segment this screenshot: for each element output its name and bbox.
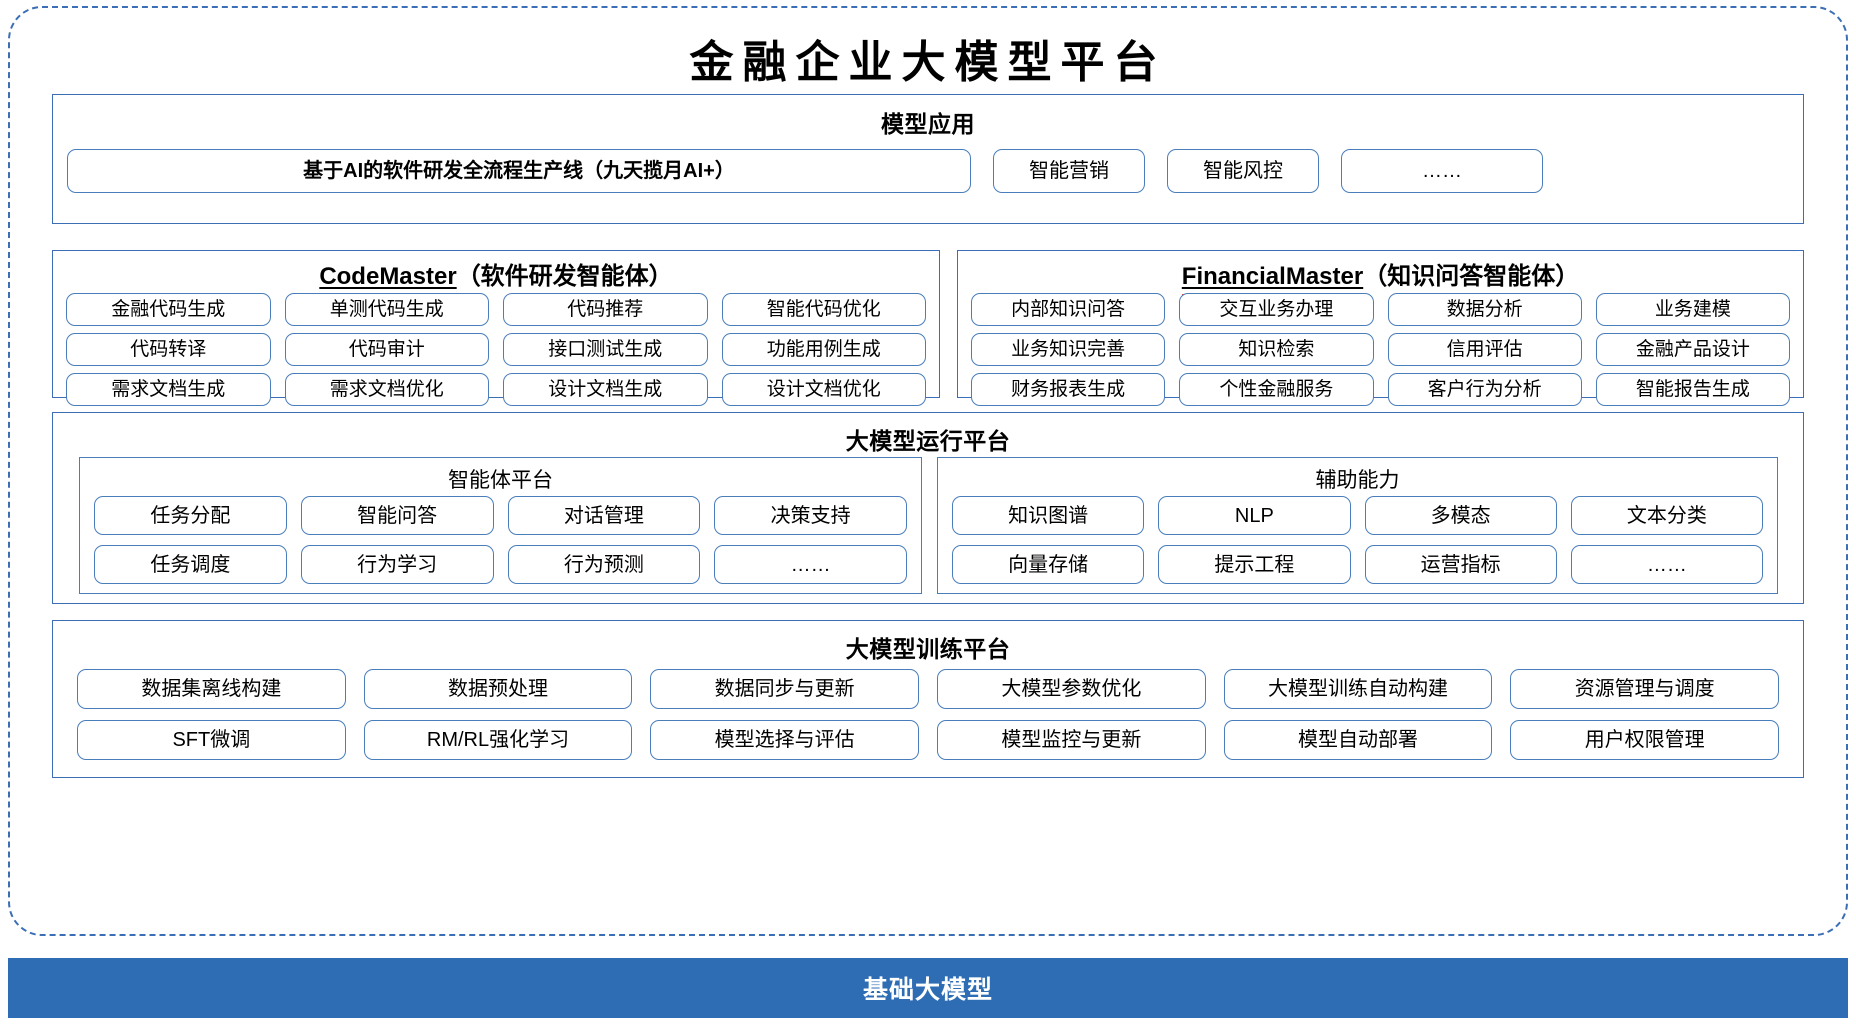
financialmaster-title-cn: （知识问答智能体） — [1363, 263, 1580, 290]
chip-codemaster-0-0[interactable]: 金融代码生成 — [66, 293, 271, 326]
chip-codemaster-2-2[interactable]: 设计文档生成 — [503, 373, 708, 406]
financialmaster-row-2: 财务报表生成 个性金融服务 客户行为分析 智能报告生成 — [971, 373, 1790, 406]
chip-model-application-0[interactable]: 基于AI的软件研发全流程生产线（九天揽月AI+） — [67, 149, 971, 193]
agent-platform-row-0: 任务分配 智能问答 对话管理 决策支持 — [94, 496, 907, 535]
financialmaster-title: FinancialMaster（知识问答智能体） — [958, 256, 1803, 291]
codemaster-grid: 金融代码生成 单测代码生成 代码推荐 智能代码优化 代码转译 代码审计 接口测试… — [66, 293, 926, 406]
financialmaster-title-en: FinancialMaster — [1181, 263, 1364, 290]
chip-financialmaster-2-3[interactable]: 智能报告生成 — [1595, 373, 1790, 406]
model-application-chip-row: 基于AI的软件研发全流程生产线（九天揽月AI+） 智能营销 智能风控 …… — [67, 149, 1789, 193]
chip-financialmaster-0-1[interactable]: 交互业务办理 — [1179, 293, 1374, 326]
training-row-0: 数据集离线构建 数据预处理 数据同步与更新 大模型参数优化 大模型训练自动构建 … — [77, 669, 1780, 709]
training-row-1: SFT微调 RM/RL强化学习 模型选择与评估 模型监控与更新 模型自动部署 用… — [77, 720, 1780, 760]
chip-agent-platform-0-2[interactable]: 对话管理 — [507, 496, 701, 535]
chip-financialmaster-2-2[interactable]: 客户行为分析 — [1387, 373, 1582, 406]
chip-agent-platform-1-0[interactable]: 任务调度 — [94, 545, 287, 584]
auxiliary-row-0: 知识图谱 NLP 多模态 文本分类 — [952, 496, 1763, 535]
financialmaster-grid: 内部知识问答 交互业务办理 数据分析 业务建模 业务知识完善 知识检索 信用评估… — [971, 293, 1790, 406]
runtime-subsection-auxiliary: 辅助能力 知识图谱 NLP 多模态 文本分类 向量存储 提示工程 运营指标 …… — [937, 457, 1778, 594]
chip-financialmaster-1-2[interactable]: 信用评估 — [1387, 333, 1582, 366]
agent-platform-grid: 任务分配 智能问答 对话管理 决策支持 任务调度 行为学习 行为预测 …… — [94, 496, 907, 584]
chip-agent-platform-0-3[interactable]: 决策支持 — [714, 496, 907, 535]
chip-codemaster-2-3[interactable]: 设计文档优化 — [721, 373, 926, 406]
chip-training-0-0[interactable]: 数据集离线构建 — [77, 669, 346, 709]
panel-financialmaster: FinancialMaster（知识问答智能体） 内部知识问答 交互业务办理 数… — [957, 250, 1804, 406]
chip-auxiliary-0-3[interactable]: 文本分类 — [1570, 496, 1763, 535]
chip-training-0-5[interactable]: 资源管理与调度 — [1510, 669, 1780, 709]
training-platform-title: 大模型训练平台 — [845, 636, 1011, 662]
codemaster-row-1: 代码转译 代码审计 接口测试生成 功能用例生成 — [66, 333, 926, 366]
chip-training-0-1[interactable]: 数据预处理 — [363, 669, 633, 709]
chip-agent-platform-1-1[interactable]: 行为学习 — [300, 545, 494, 584]
chip-auxiliary-1-1[interactable]: 提示工程 — [1158, 545, 1351, 584]
chip-codemaster-2-1[interactable]: 需求文档优化 — [284, 373, 489, 406]
chip-financialmaster-1-3[interactable]: 金融产品设计 — [1595, 333, 1790, 366]
chip-training-1-0[interactable]: SFT微调 — [77, 720, 346, 760]
chip-financialmaster-2-0[interactable]: 财务报表生成 — [971, 373, 1166, 406]
chip-auxiliary-0-1[interactable]: NLP — [1158, 496, 1351, 535]
chip-codemaster-1-3[interactable]: 功能用例生成 — [721, 333, 926, 366]
chip-codemaster-1-0[interactable]: 代码转译 — [66, 333, 271, 366]
auxiliary-row-1: 向量存储 提示工程 运营指标 …… — [952, 545, 1763, 584]
chip-financialmaster-0-2[interactable]: 数据分析 — [1387, 293, 1582, 326]
chip-agent-platform-1-3[interactable]: …… — [714, 545, 907, 584]
panel-model-application: 模型应用 基于AI的软件研发全流程生产线（九天揽月AI+） 智能营销 智能风控 … — [52, 94, 1804, 224]
panel-runtime-platform: 大模型运行平台 智能体平台 任务分配 智能问答 对话管理 决策支持 任务调度 行… — [52, 412, 1804, 604]
chip-training-1-4[interactable]: 模型自动部署 — [1223, 720, 1493, 760]
chip-training-1-5[interactable]: 用户权限管理 — [1510, 720, 1780, 760]
agent-platform-row-1: 任务调度 行为学习 行为预测 …… — [94, 545, 907, 584]
chip-codemaster-2-0[interactable]: 需求文档生成 — [66, 373, 271, 406]
codemaster-title: CodeMaster（软件研发智能体） — [53, 256, 939, 291]
chip-training-1-3[interactable]: 模型监控与更新 — [937, 720, 1206, 760]
auxiliary-grid: 知识图谱 NLP 多模态 文本分类 向量存储 提示工程 运营指标 …… — [952, 496, 1763, 584]
model-application-title: 模型应用 — [881, 111, 975, 137]
chip-codemaster-0-2[interactable]: 代码推荐 — [503, 293, 708, 326]
foundation-model-bar: 基础大模型 — [8, 958, 1848, 1018]
codemaster-row-0: 金融代码生成 单测代码生成 代码推荐 智能代码优化 — [66, 293, 926, 326]
chip-codemaster-1-1[interactable]: 代码审计 — [284, 333, 489, 366]
codemaster-row-2: 需求文档生成 需求文档优化 设计文档生成 设计文档优化 — [66, 373, 926, 406]
chip-training-1-2[interactable]: 模型选择与评估 — [650, 720, 920, 760]
chip-agent-platform-0-0[interactable]: 任务分配 — [94, 496, 287, 535]
agent-platform-title: 智能体平台 — [448, 469, 553, 492]
foundation-model-label: 基础大模型 — [862, 976, 993, 1004]
chip-financialmaster-1-0[interactable]: 业务知识完善 — [971, 333, 1166, 366]
chip-training-0-3[interactable]: 大模型参数优化 — [937, 669, 1206, 709]
codemaster-title-en: CodeMaster — [319, 263, 457, 290]
chip-auxiliary-1-2[interactable]: 运营指标 — [1364, 545, 1557, 584]
codemaster-title-cn: （软件研发智能体） — [456, 263, 673, 290]
chip-codemaster-0-3[interactable]: 智能代码优化 — [721, 293, 926, 326]
financialmaster-row-1: 业务知识完善 知识检索 信用评估 金融产品设计 — [971, 333, 1790, 366]
page-title: 金融企业大模型平台 — [689, 38, 1167, 87]
chip-training-0-4[interactable]: 大模型训练自动构建 — [1223, 669, 1493, 709]
chip-financialmaster-1-1[interactable]: 知识检索 — [1179, 333, 1374, 366]
runtime-platform-title: 大模型运行平台 — [845, 428, 1011, 454]
chip-codemaster-1-2[interactable]: 接口测试生成 — [503, 333, 708, 366]
training-platform-grid: 数据集离线构建 数据预处理 数据同步与更新 大模型参数优化 大模型训练自动构建 … — [77, 669, 1780, 760]
runtime-subsection-agent-platform: 智能体平台 任务分配 智能问答 对话管理 决策支持 任务调度 行为学习 行为预测… — [79, 457, 922, 594]
chip-financialmaster-0-0[interactable]: 内部知识问答 — [971, 293, 1166, 326]
chip-auxiliary-0-2[interactable]: 多模态 — [1364, 496, 1557, 535]
financialmaster-row-0: 内部知识问答 交互业务办理 数据分析 业务建模 — [971, 293, 1790, 326]
chip-model-application-2[interactable]: 智能风控 — [1167, 149, 1319, 193]
chip-auxiliary-1-3[interactable]: …… — [1570, 545, 1763, 584]
chip-auxiliary-1-0[interactable]: 向量存储 — [952, 545, 1145, 584]
chip-training-0-2[interactable]: 数据同步与更新 — [650, 669, 920, 709]
chip-agent-platform-0-1[interactable]: 智能问答 — [300, 496, 494, 535]
panel-training-platform: 大模型训练平台 数据集离线构建 数据预处理 数据同步与更新 大模型参数优化 大模… — [52, 620, 1804, 778]
auxiliary-title: 辅助能力 — [1315, 469, 1400, 492]
chip-codemaster-0-1[interactable]: 单测代码生成 — [284, 293, 489, 326]
chip-training-1-1[interactable]: RM/RL强化学习 — [363, 720, 633, 760]
chip-financialmaster-0-3[interactable]: 业务建模 — [1595, 293, 1790, 326]
chip-financialmaster-2-1[interactable]: 个性金融服务 — [1179, 373, 1374, 406]
chip-auxiliary-0-0[interactable]: 知识图谱 — [952, 496, 1145, 535]
chip-model-application-1[interactable]: 智能营销 — [993, 149, 1145, 193]
panel-codemaster: CodeMaster（软件研发智能体） 金融代码生成 单测代码生成 代码推荐 智… — [52, 250, 940, 406]
chip-model-application-3[interactable]: …… — [1341, 149, 1543, 193]
chip-agent-platform-1-2[interactable]: 行为预测 — [507, 545, 701, 584]
